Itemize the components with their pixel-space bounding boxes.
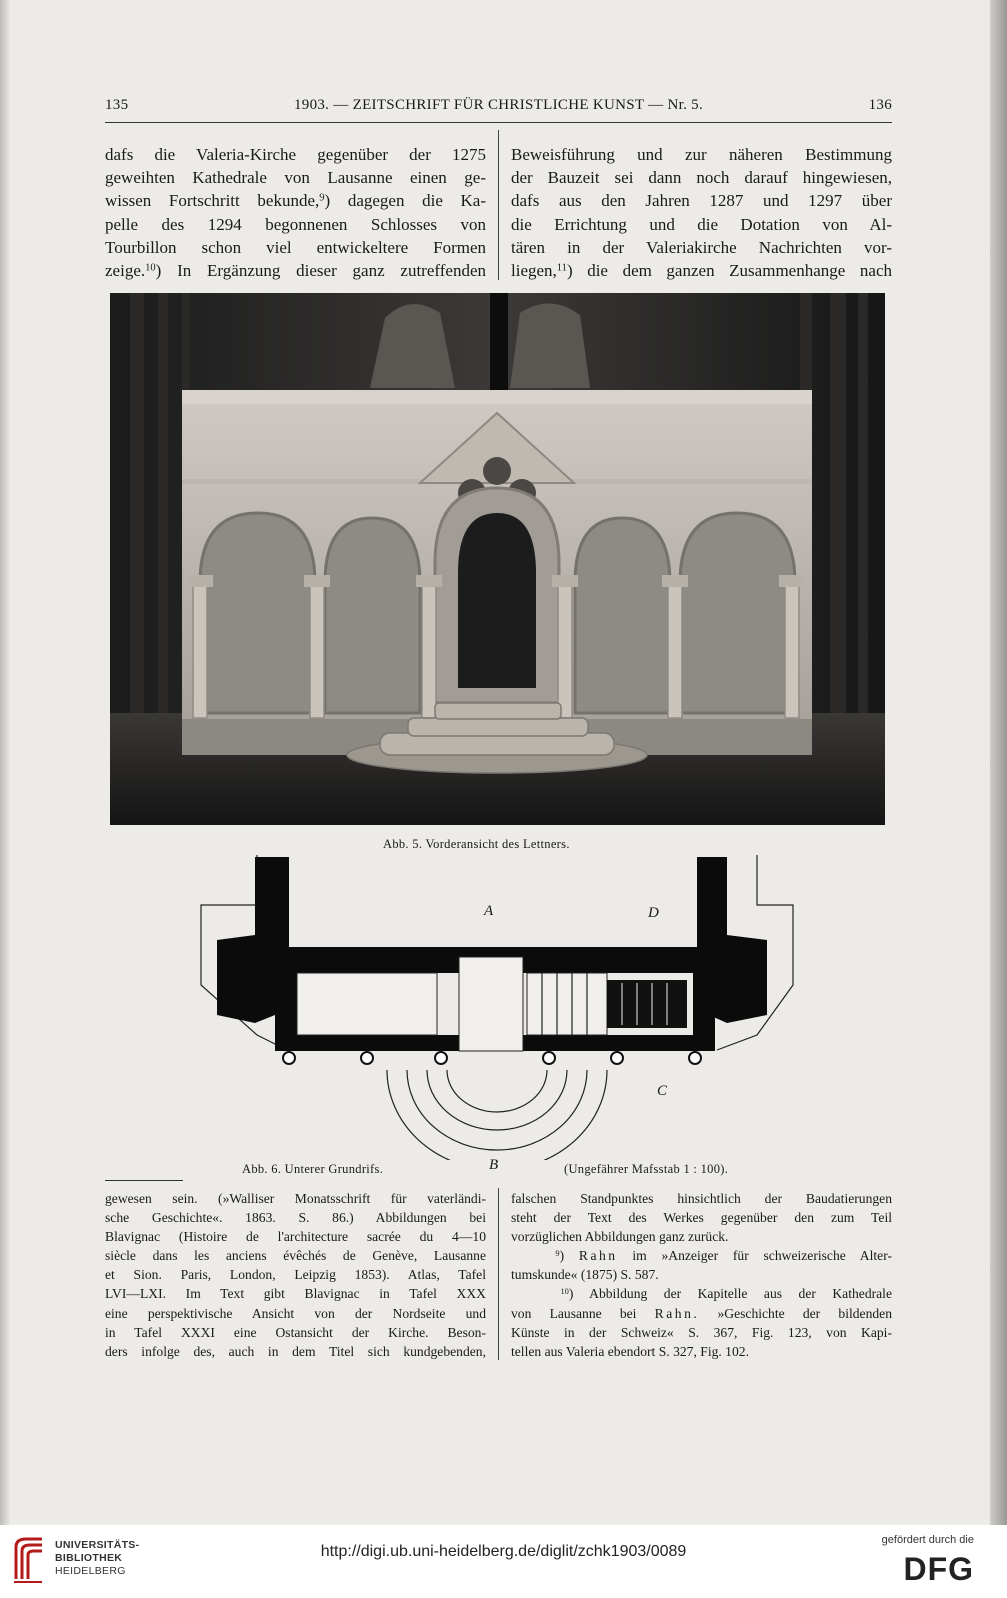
text-line: sche Geschichte«. 1863. S. 86.) Abbildun… <box>105 1210 486 1226</box>
text-line: der Bauzeit sei dann noch darauf hingewi… <box>511 168 892 188</box>
scan-edge-left <box>0 0 10 1525</box>
plan-label-d: D <box>648 905 660 921</box>
text-line: Künste in der Schweiz« S. 367, Fig. 123,… <box>511 1324 892 1340</box>
bottom-right-column: falschen Standpunktes hinsichtlich der B… <box>511 1189 892 1361</box>
text-line: liegen,11) die dem ganzen Zusammenhange … <box>511 261 892 281</box>
library-logo-icon[interactable] <box>12 1535 48 1585</box>
funding-note: gefördert durch die <box>881 1534 974 1546</box>
top-left-column: dafs die Valeria-Kirche gegenüber der 12… <box>105 143 486 282</box>
footnote-rule <box>105 1180 183 1181</box>
bottom-left-column: gewesen sein. (»Walliser Monatsschrift f… <box>105 1189 486 1361</box>
text-line: zeige.10) In Ergänzung dieser ganz zutre… <box>105 261 486 281</box>
page-number-right: 136 <box>868 97 892 113</box>
figure-6-caption: Abb. 6. Unterer Grundrifs. <box>242 1162 384 1176</box>
plan-label-b: B <box>489 1157 499 1173</box>
text-line: gewesen sein. (»Walliser Monatsschrift f… <box>105 1191 486 1206</box>
footnote-10: 10) Abbildung der Kapitelle aus der Kath… <box>560 1286 892 1302</box>
scan-edge-right <box>990 0 1007 1525</box>
footnote-ref-10: 10 <box>145 262 156 274</box>
rood-screen-photograph <box>110 293 885 825</box>
text-line: ders infolge des, auch in dem Titel sich… <box>105 1343 486 1359</box>
page-number-left: 135 <box>105 97 129 113</box>
top-right-column: Beweisführung und zur näheren Bestimmung… <box>511 143 892 282</box>
text-line: vorzüglichen Abbildungen ganz zurück. <box>511 1229 729 1245</box>
author-name: Rahn. <box>654 1305 700 1321</box>
viewer-footer: UNIVERSITÄTS- BIBLIOTHEK HEIDELBERG http… <box>0 1525 1007 1598</box>
head-rule <box>105 122 892 123</box>
text-line: LVI—LXI. Im Text gibt Blavignac in Tafel… <box>105 1286 486 1302</box>
library-name: UNIVERSITÄTS- BIBLIOTHEK HEIDELBERG <box>55 1539 140 1577</box>
text-line: steht der Text des Werkes gegenüber den … <box>511 1210 892 1226</box>
text-line: tellen aus Valeria ebendort S. 327, Fig.… <box>511 1343 749 1359</box>
figure-6-scale-note: (Ungefährer Mafsstab 1 : 100). <box>564 1162 729 1176</box>
text-line: Blavignac (Histoire de l'architecture sa… <box>105 1229 486 1245</box>
floor-plan-drawing <box>197 855 797 1171</box>
permalink-url[interactable]: http://digi.ub.uni-heidelberg.de/diglit/… <box>320 1543 687 1560</box>
column-divider-bottom <box>498 1188 499 1360</box>
footnote-ref-11: 11 <box>556 262 567 274</box>
journal-title: 1903. — ZEITSCHRIFT FÜR CHRISTLICHE KUNS… <box>293 97 704 113</box>
text-line: Tourbillon schon viel entwickeltere Form… <box>105 237 486 257</box>
text-line: dafs die Valeria-Kirche gegenüber der 12… <box>105 145 486 164</box>
text-line: siècle dans les anciens évêchés de Genèv… <box>105 1248 486 1264</box>
text-line: dafs aus den Jahren 1287 und 1297 über <box>511 191 892 211</box>
text-line: Beweisführung und zur näheren Bestimmung <box>511 145 892 164</box>
text-line: tumskunde« (1875) S. 587. <box>511 1267 659 1283</box>
text-line: eine perspektivische Ansicht von der Nor… <box>105 1305 486 1321</box>
footnote-ref-9: 9 <box>319 193 325 205</box>
text-line: falschen Standpunktes hinsichtlich der B… <box>511 1191 892 1206</box>
text-line: wissen Fortschritt bekunde,9) dagegen di… <box>105 191 486 211</box>
dfg-logo[interactable]: DFG <box>903 1551 974 1587</box>
text-line: pelle des 1294 begonnenen Schlosses von <box>105 214 486 234</box>
text-line: von Lausanne bei Rahn. »Geschichte der b… <box>511 1305 892 1321</box>
author-name: Rahn <box>578 1248 618 1264</box>
column-divider-top <box>498 130 499 280</box>
text-line: tären in der Valeriakirche Nachrichten v… <box>511 237 892 257</box>
running-head: 135 1903. — ZEITSCHRIFT FÜR CHRISTLICHE … <box>105 97 892 119</box>
text-line: et Sion. Paris, London, Leipzig 1853). A… <box>105 1267 486 1283</box>
plan-label-a: A <box>484 903 494 919</box>
plan-label-c: C <box>657 1083 668 1099</box>
figure-5-caption: Abb. 5. Vorderansicht des Lettners. <box>383 837 570 851</box>
text-line: geweihten Kathedrale von Lausanne einen … <box>105 168 486 188</box>
footnote-9: 9) Rahn im »Anzeiger für schweizerische … <box>555 1248 892 1264</box>
text-line: die Errichtung und die Dotation von Al- <box>511 214 892 234</box>
text-line: in Tafel XXXI eine Ostansicht der Kirche… <box>105 1324 486 1340</box>
